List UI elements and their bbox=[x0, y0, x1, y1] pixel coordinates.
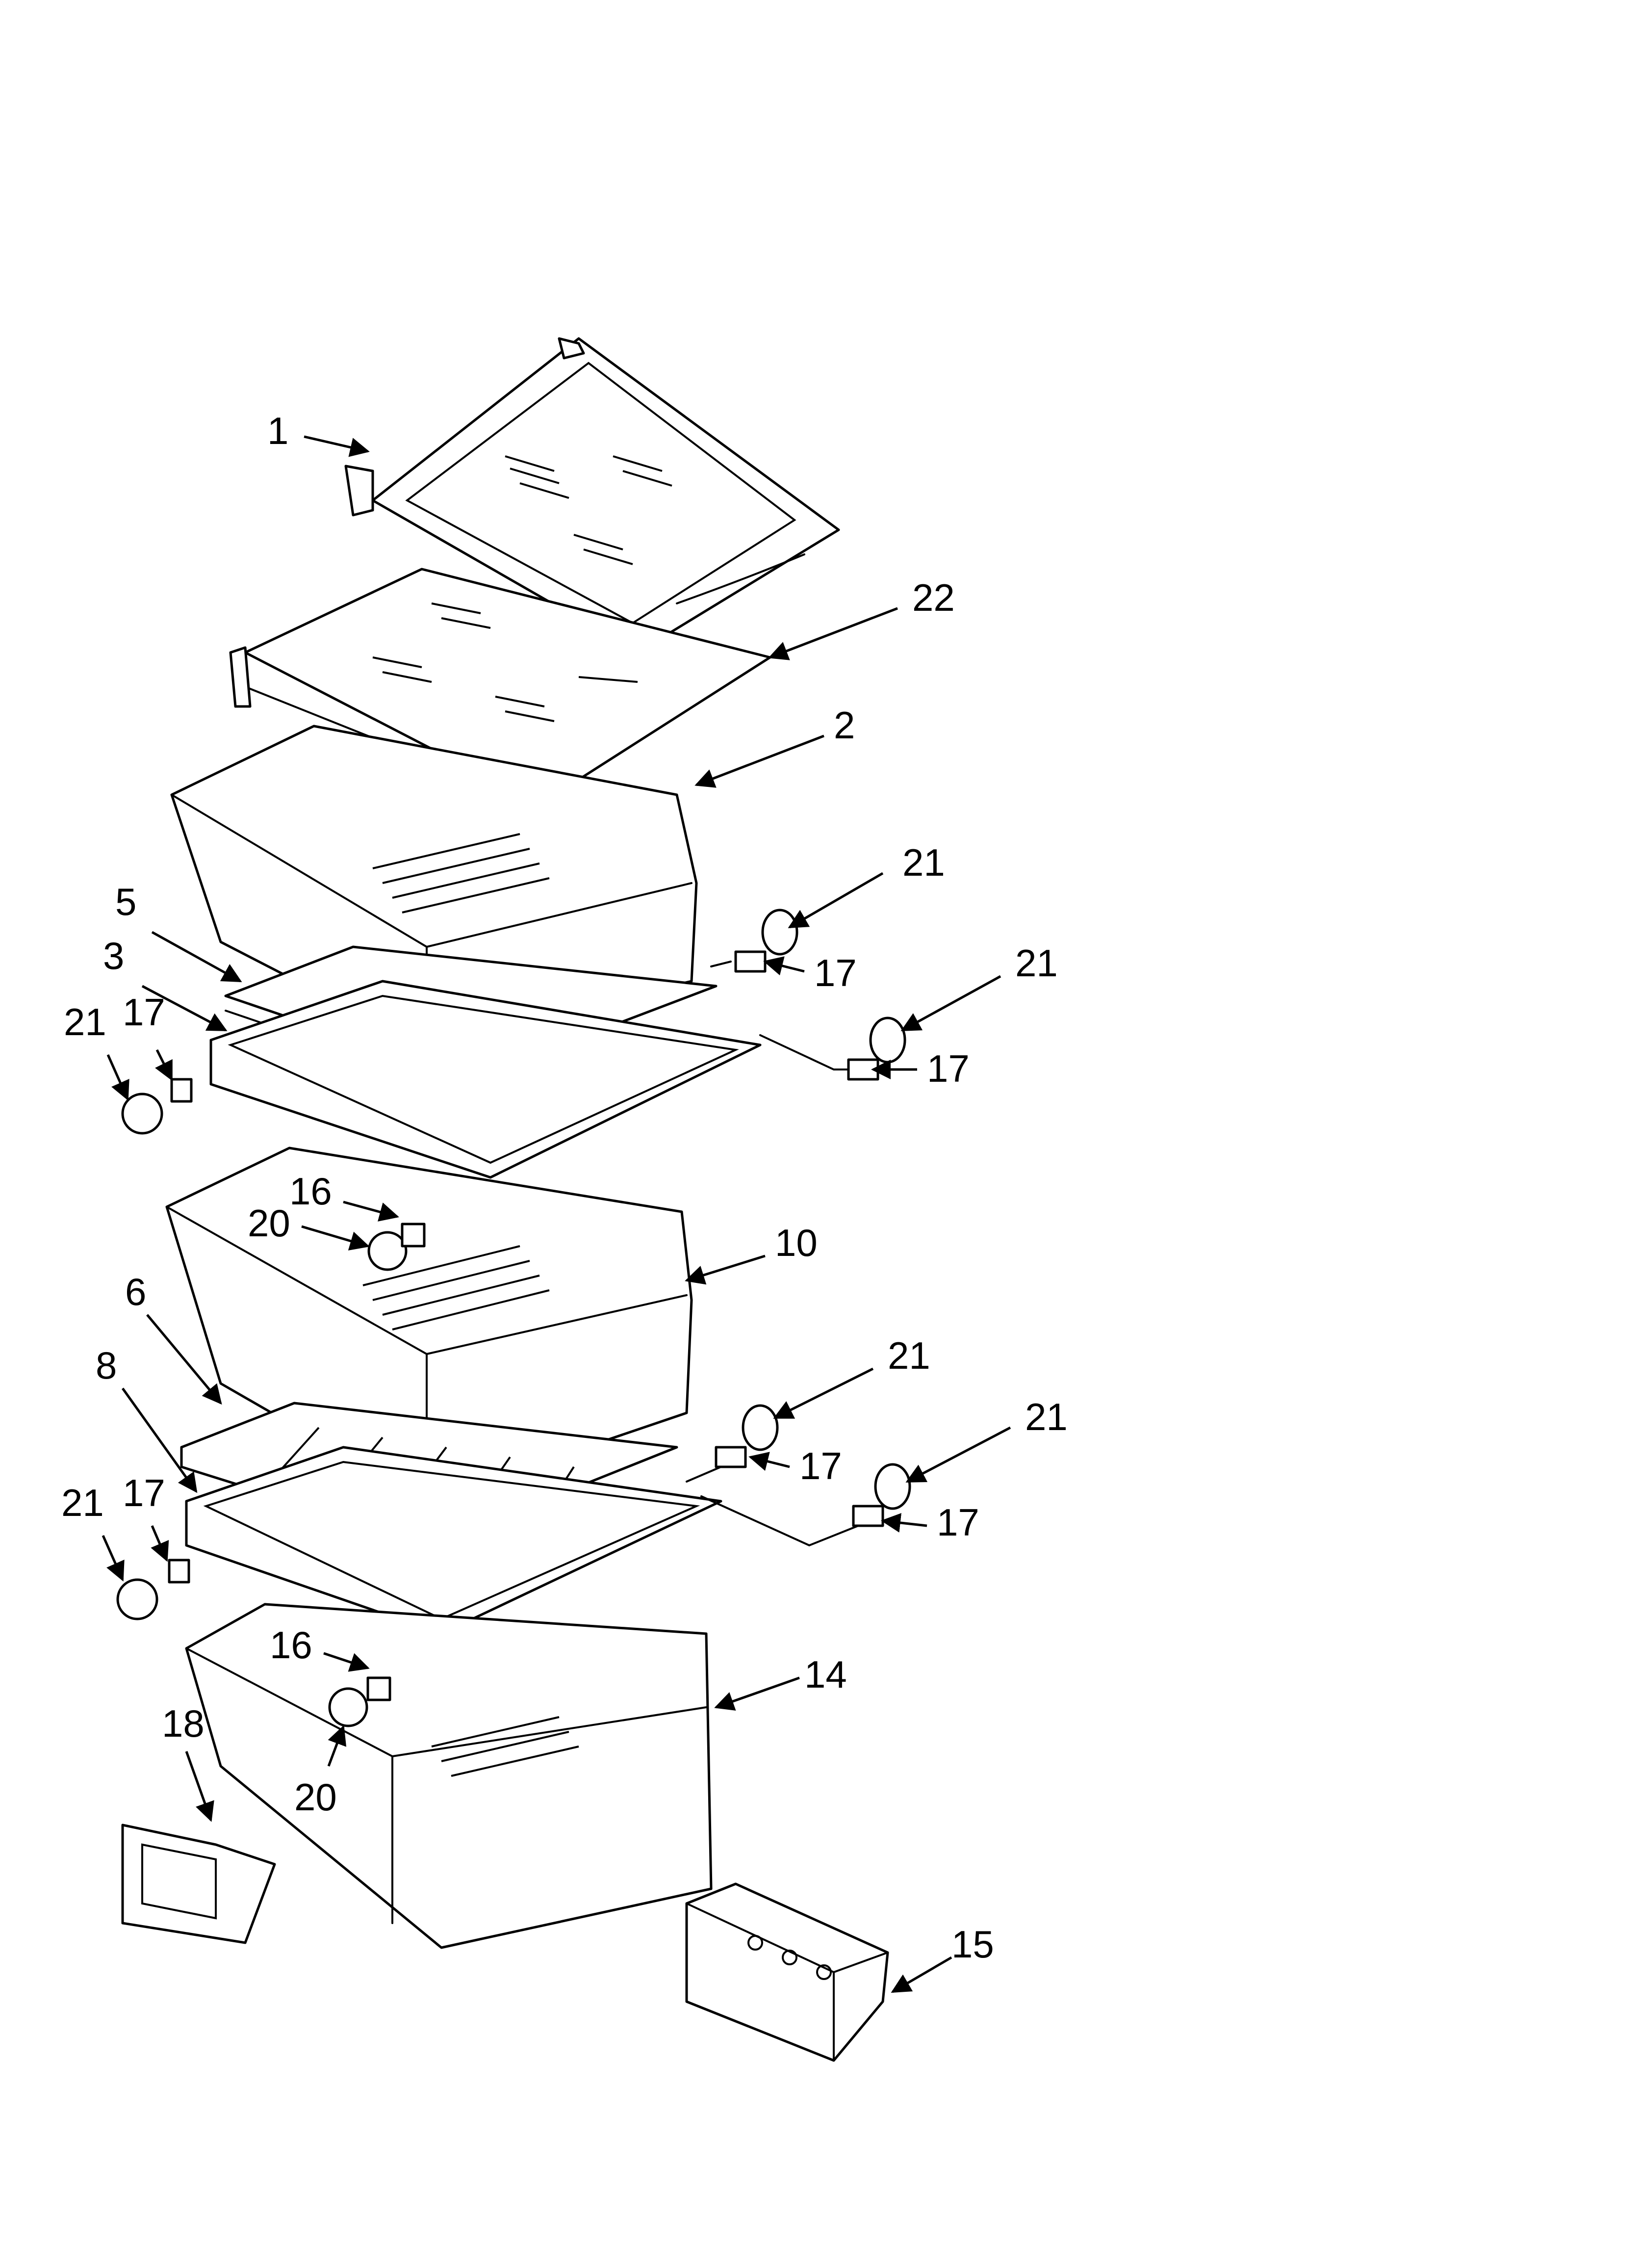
callout-20: 20 bbox=[294, 1775, 337, 1819]
callout-16: 16 bbox=[289, 1170, 332, 1213]
callout-5: 5 bbox=[115, 880, 136, 923]
part-18-label-card bbox=[121, 1824, 276, 1944]
callout-15: 15 bbox=[951, 1923, 994, 1966]
callout-17: 17 bbox=[937, 1501, 979, 1544]
callout-17: 17 bbox=[927, 1047, 970, 1090]
callout-17: 17 bbox=[814, 951, 857, 994]
callout-21: 21 bbox=[888, 1334, 930, 1377]
callout-1: 1 bbox=[267, 409, 288, 452]
callout-2: 2 bbox=[834, 704, 855, 747]
callout-20: 20 bbox=[248, 1201, 290, 1245]
callout-18: 18 bbox=[162, 1702, 205, 1745]
callout-16: 16 bbox=[270, 1623, 312, 1667]
part-8-cover-frame bbox=[185, 1446, 722, 1635]
part-15-bin bbox=[685, 1882, 889, 2062]
callout-21: 21 bbox=[1025, 1395, 1068, 1438]
part-1-shelf bbox=[344, 337, 840, 654]
callout-21: 21 bbox=[61, 1481, 104, 1524]
callout-17: 17 bbox=[123, 991, 165, 1034]
callout-22: 22 bbox=[912, 576, 955, 619]
connector-lines bbox=[686, 961, 859, 1547]
callout-6: 6 bbox=[125, 1270, 146, 1313]
callout-21: 21 bbox=[64, 1000, 106, 1043]
part-3-crisper-cover-frame bbox=[209, 980, 762, 1179]
callout-21: 21 bbox=[902, 841, 945, 884]
part-14-bottom-drawer bbox=[185, 1603, 713, 1949]
callout-8: 8 bbox=[96, 1344, 117, 1387]
callout-10: 10 bbox=[775, 1221, 818, 1264]
callout-17: 17 bbox=[123, 1471, 165, 1514]
callout-21: 21 bbox=[1015, 941, 1058, 985]
callout-labels: 1 22 2 21 17 21 17 5 3 21 17 16 20 10 6 … bbox=[61, 409, 1068, 1966]
callout-3: 3 bbox=[103, 934, 124, 977]
callout-14: 14 bbox=[804, 1653, 847, 1696]
leader-arrows bbox=[102, 435, 1011, 1993]
roller-wheel-icon bbox=[116, 909, 911, 1727]
callout-17: 17 bbox=[799, 1444, 842, 1487]
